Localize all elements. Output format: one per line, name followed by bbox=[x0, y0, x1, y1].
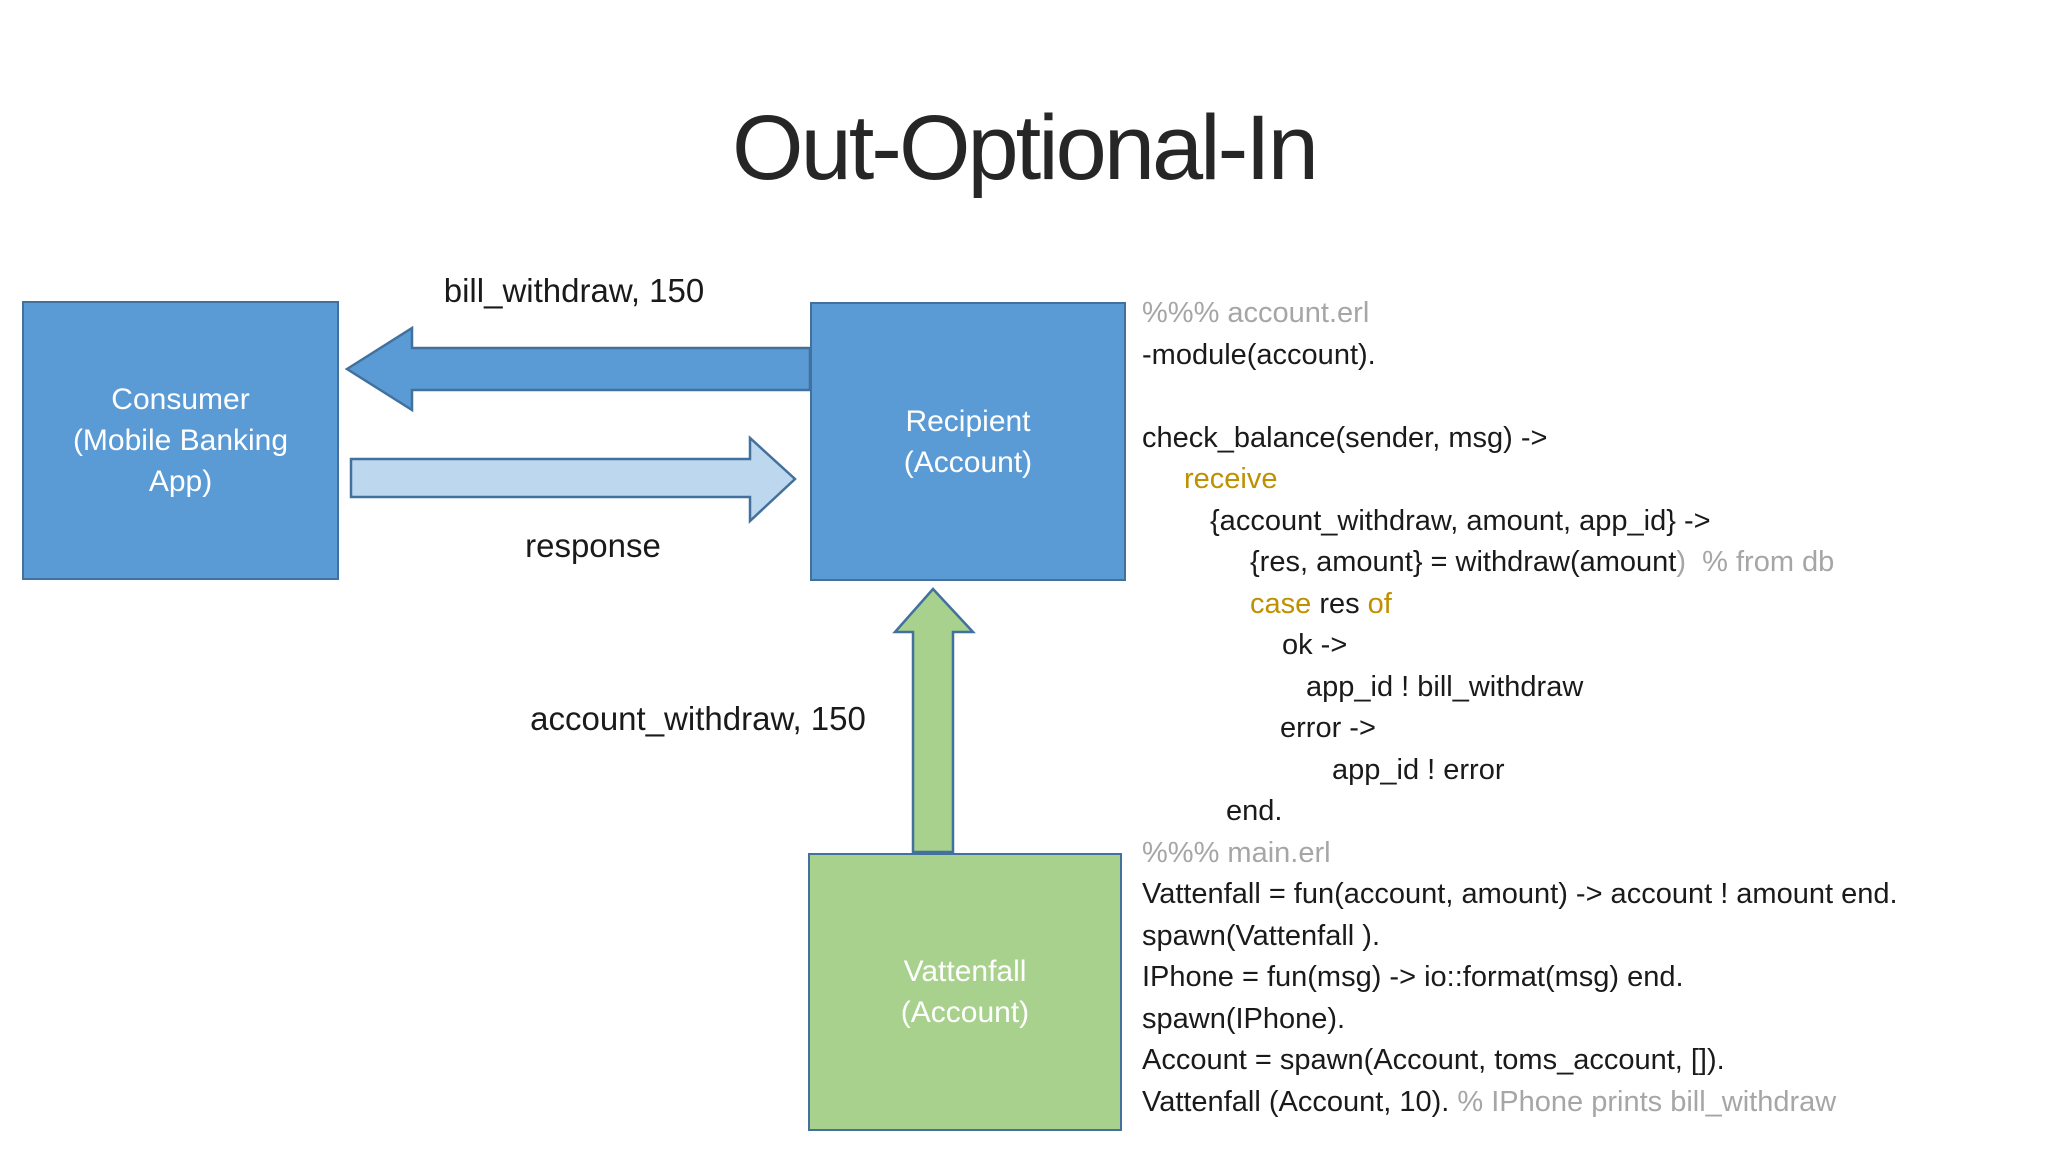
arrow-label-response: response bbox=[525, 527, 661, 564]
node-consumer: Consumer (Mobile Banking App) bbox=[22, 301, 339, 580]
code-line: app_id ! error bbox=[1142, 750, 1898, 792]
node-vattenfall-label: Vattenfall (Account) bbox=[900, 955, 1030, 1029]
code-segment: app_id ! bill_withdraw bbox=[1306, 670, 1584, 703]
code-segment: Vattenfall (Account, 10). bbox=[1142, 1085, 1458, 1118]
code-segment: res bbox=[1319, 587, 1368, 620]
code-segment: %%% main.erl bbox=[1142, 836, 1331, 869]
code-line: spawn(Vattenfall ). bbox=[1142, 916, 1898, 958]
code-line: Vattenfall (Account, 10). % IPhone print… bbox=[1142, 1082, 1898, 1124]
code-segment: Account = spawn(Account, toms_account, [… bbox=[1142, 1044, 1725, 1076]
arrow-label-account-withdraw: account_withdraw, 150 bbox=[530, 700, 866, 737]
code-line: spawn(IPhone). bbox=[1142, 999, 1898, 1041]
arrow-response-right bbox=[349, 435, 797, 524]
code-line: IPhone = fun(msg) -> io::format(msg) end… bbox=[1142, 957, 1898, 999]
node-recipient: Recipient (Account) bbox=[810, 302, 1126, 581]
code-line: {res, amount} = withdraw(amount) % from … bbox=[1142, 542, 1898, 584]
code-segment: ) % from db bbox=[1676, 546, 1835, 578]
code-line: %%% main.erl bbox=[1142, 833, 1898, 875]
code-segment: app_id ! error bbox=[1332, 753, 1505, 786]
code-segment: IPhone = fun(msg) -> io::format(msg) end… bbox=[1142, 961, 1684, 993]
node-recipient-label: Recipient (Account) bbox=[903, 404, 1033, 479]
code-line: end. bbox=[1142, 791, 1898, 833]
code-segment: of bbox=[1367, 587, 1392, 620]
node-consumer-label: Consumer (Mobile Banking App) bbox=[72, 383, 289, 498]
code-segment: receive bbox=[1184, 463, 1278, 495]
code-line: {account_withdraw, amount, app_id} -> bbox=[1142, 501, 1898, 543]
code-line: Account = spawn(Account, toms_account, [… bbox=[1142, 1040, 1898, 1082]
code-segment: spawn(Vattenfall ). bbox=[1142, 919, 1381, 952]
arrow-account-withdraw-up bbox=[892, 587, 976, 854]
node-vattenfall: Vattenfall (Account) bbox=[808, 853, 1122, 1131]
code-line: app_id ! bill_withdraw bbox=[1142, 667, 1898, 709]
arrow-bill-withdraw-left bbox=[344, 325, 812, 413]
code-line: check_balance(sender, msg) -> bbox=[1142, 418, 1898, 460]
code-segment: %%% account.erl bbox=[1142, 297, 1370, 329]
slide-title: Out-Optional-In bbox=[732, 97, 1319, 199]
code-segment: end. bbox=[1226, 795, 1283, 827]
code-segment: -module(account). bbox=[1142, 338, 1376, 371]
code-segment: {res, amount} = withdraw(amount bbox=[1250, 546, 1677, 578]
code-line: receive bbox=[1142, 459, 1898, 501]
code-line: %%% account.erl bbox=[1142, 293, 1898, 335]
code-segment: check_balance(sender, msg) -> bbox=[1142, 421, 1548, 454]
arrow-label-bill-withdraw: bill_withdraw, 150 bbox=[443, 272, 705, 309]
code-segment: error -> bbox=[1280, 712, 1376, 744]
code-line: Vattenfall = fun(account, amount) -> acc… bbox=[1142, 874, 1898, 916]
code-segment: ok -> bbox=[1282, 629, 1348, 661]
code-line bbox=[1142, 376, 1898, 418]
code-segment: spawn(IPhone). bbox=[1142, 1002, 1346, 1035]
code-line: case res of bbox=[1142, 584, 1898, 626]
code-segment: Vattenfall = fun(account, amount) -> acc… bbox=[1142, 878, 1898, 910]
code-segment: % IPhone prints bill_withdraw bbox=[1457, 1085, 1837, 1118]
code-line: ok -> bbox=[1142, 625, 1898, 667]
code-block: %%% account.erl -module(account). check_b… bbox=[1142, 293, 1898, 1123]
code-segment: case bbox=[1250, 587, 1320, 620]
code-line: error -> bbox=[1142, 708, 1898, 750]
code-segment: {account_withdraw, amount, app_id} -> bbox=[1210, 504, 1711, 537]
code-line: -module(account). bbox=[1142, 335, 1898, 377]
